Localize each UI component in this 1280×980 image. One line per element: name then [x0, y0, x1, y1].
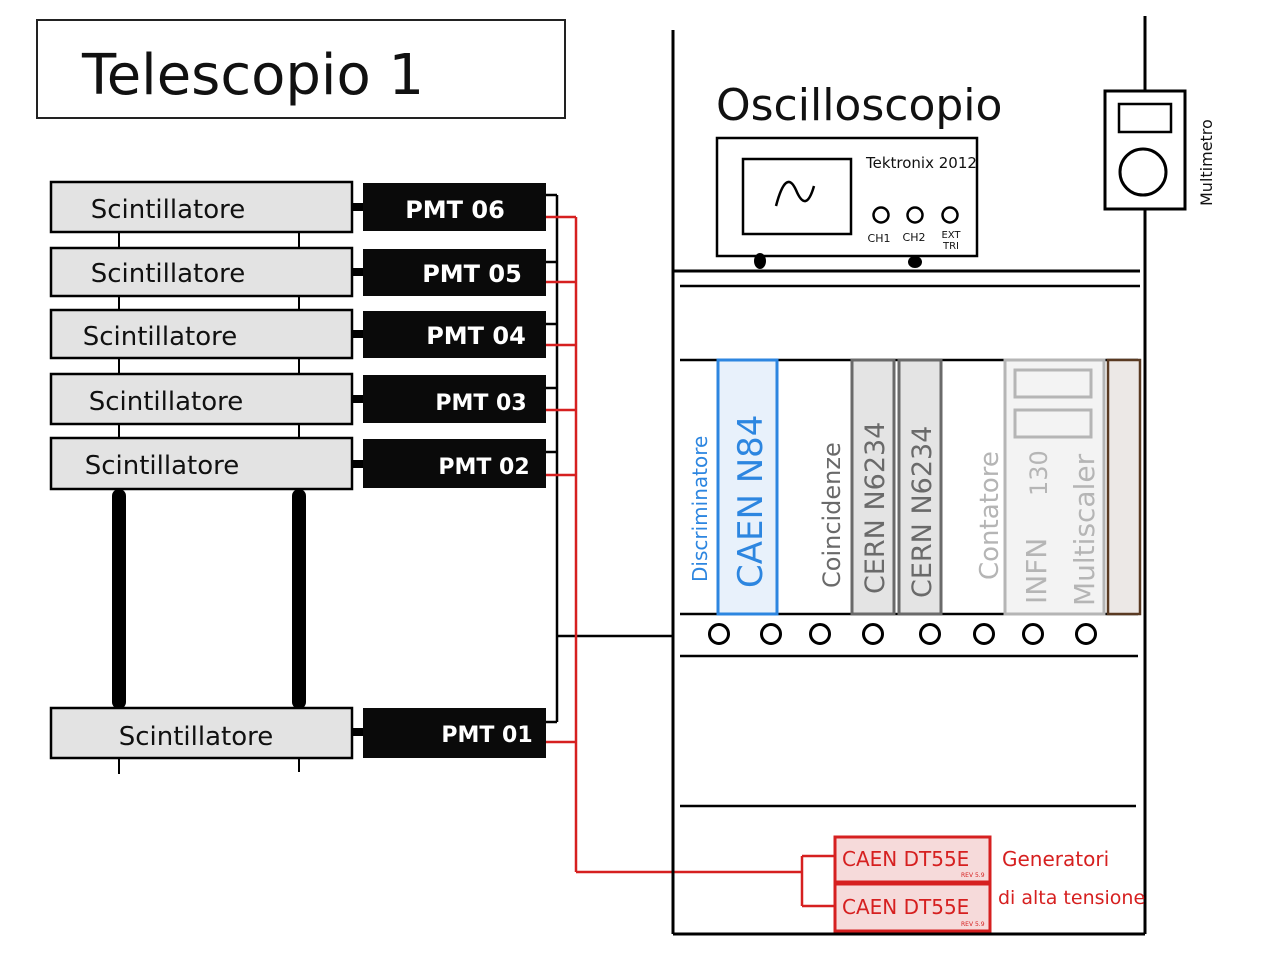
- pmt: PMT 03: [363, 375, 546, 423]
- oscilloscope-brand: Tektronix 2012: [865, 154, 977, 172]
- counter-caption: Contatore: [975, 451, 1005, 580]
- discriminator-module: CAEN N84: [716, 358, 779, 616]
- hv-unit: CAEN DT55E REV 5.9: [833, 882, 992, 933]
- rack-frame: [671, 16, 1147, 936]
- scintillator: Scintillatore: [49, 706, 354, 760]
- counter-display: [1013, 368, 1093, 399]
- pmt-label: PMT 02: [438, 455, 529, 480]
- ch1-connector-icon: [872, 206, 890, 224]
- coincidence-module-label: CERN N6234: [860, 422, 891, 594]
- ch2-label: CH2: [903, 231, 926, 244]
- connector-icon: [708, 623, 730, 645]
- multimeter-dial-icon: [1118, 147, 1168, 197]
- discriminator-module-label: CAEN N84: [731, 415, 771, 588]
- pmt-label: PMT 01: [441, 723, 532, 748]
- hv-unit-sub: REV 5.9: [961, 872, 985, 879]
- connector-icon: [809, 623, 831, 645]
- support-bars: [112, 232, 306, 774]
- rack-modules: Discriminatore CAEN N84 Coincidenze CERN…: [688, 358, 1142, 616]
- oscilloscope-title: Oscilloscopio: [716, 80, 1002, 131]
- pmt-label: PMT 04: [426, 322, 526, 350]
- connector-icon: [862, 623, 884, 645]
- ext-label: EXT: [941, 230, 961, 241]
- tri-label: TRI: [942, 241, 959, 252]
- rack-connectors: [708, 623, 1097, 645]
- pmt: PMT 01: [363, 708, 546, 758]
- hv-unit-sub: REV 5.9: [961, 921, 985, 928]
- signal-cables: [546, 193, 672, 724]
- scintillator-label: Scintillatore: [91, 259, 246, 289]
- pmt-stack: PMT 06 PMT 05 PMT 04 PMT 03 PMT 02 PMT 0…: [363, 183, 546, 758]
- connector-icon: [1075, 623, 1097, 645]
- oscilloscope-foot: [908, 256, 922, 268]
- scintillator: Scintillatore: [49, 180, 354, 234]
- scintillator-label: Scintillatore: [89, 387, 244, 417]
- multimeter-label: Multimetro: [1197, 119, 1216, 206]
- scintillator-label: Scintillatore: [85, 451, 240, 481]
- counter-module-number: 130: [1025, 450, 1053, 496]
- scintillator-pmt-joints: [352, 203, 364, 736]
- scintillator-stack: Scintillatore Scintillatore Scintillator…: [49, 180, 354, 760]
- connector-icon: [760, 623, 782, 645]
- pmt: PMT 04: [363, 311, 546, 358]
- ext-trigger-connector-icon: [941, 206, 959, 224]
- hv-generators: CAEN DT55E REV 5.9 CAEN DT55E REV 5.9 Ge…: [833, 835, 1145, 933]
- pmt: PMT 02: [363, 439, 546, 488]
- hv-caption-line1: Generatori: [1002, 847, 1109, 871]
- pmt-label: PMT 03: [435, 391, 526, 416]
- connector-icon: [973, 623, 995, 645]
- ch1-label: CH1: [868, 232, 891, 245]
- ch2-connector-icon: [906, 206, 924, 224]
- scintillator: Scintillatore: [49, 436, 354, 491]
- pmt: PMT 05: [363, 249, 546, 296]
- coincidence-module: CERN N6234: [850, 358, 896, 616]
- scintillator: Scintillatore: [49, 246, 354, 298]
- scintillator: Scintillatore: [49, 372, 354, 426]
- multimeter: Multimetro: [1103, 89, 1216, 211]
- coincidence-module-label: CERN N6234: [907, 426, 938, 598]
- scintillator-label: Scintillatore: [83, 322, 238, 352]
- hv-unit-label: CAEN DT55E: [842, 895, 969, 919]
- connector-icon: [1022, 623, 1044, 645]
- oscilloscope: Oscilloscopio Tektronix 2012 CH1 CH2 EXT…: [715, 80, 1002, 269]
- oscilloscope-screen: [741, 157, 853, 236]
- scintillator-label: Scintillatore: [119, 722, 274, 752]
- hv-caption-line2: di alta tensione: [998, 887, 1145, 909]
- pmt-label: PMT 05: [422, 260, 522, 288]
- blank-module: [1106, 358, 1142, 616]
- title-box: Telescopio 1: [36, 19, 566, 119]
- connector-icon: [919, 623, 941, 645]
- counter-module-type: Multiscaler: [1068, 453, 1101, 606]
- coincidence-caption: Coincidenze: [818, 442, 846, 588]
- diagram-title: Telescopio 1: [81, 43, 424, 108]
- hv-cables: [546, 215, 835, 908]
- discriminator-caption: Discriminatore: [688, 436, 712, 582]
- scintillator: Scintillatore: [49, 308, 354, 360]
- multimeter-display: [1117, 102, 1173, 134]
- hv-unit: CAEN DT55E REV 5.9: [833, 835, 992, 884]
- waveform-icon: [774, 180, 816, 207]
- pmt: PMT 06: [363, 183, 546, 231]
- counter-module: INFN 130 Multiscaler: [1003, 358, 1106, 616]
- oscilloscope-foot: [754, 253, 766, 269]
- scintillator-label: Scintillatore: [91, 195, 246, 225]
- counter-module-name: INFN: [1020, 538, 1053, 604]
- pmt-label: PMT 06: [405, 196, 505, 224]
- counter-display: [1013, 408, 1093, 439]
- coincidence-module: CERN N6234: [897, 358, 943, 616]
- hv-unit-label: CAEN DT55E: [842, 847, 969, 871]
